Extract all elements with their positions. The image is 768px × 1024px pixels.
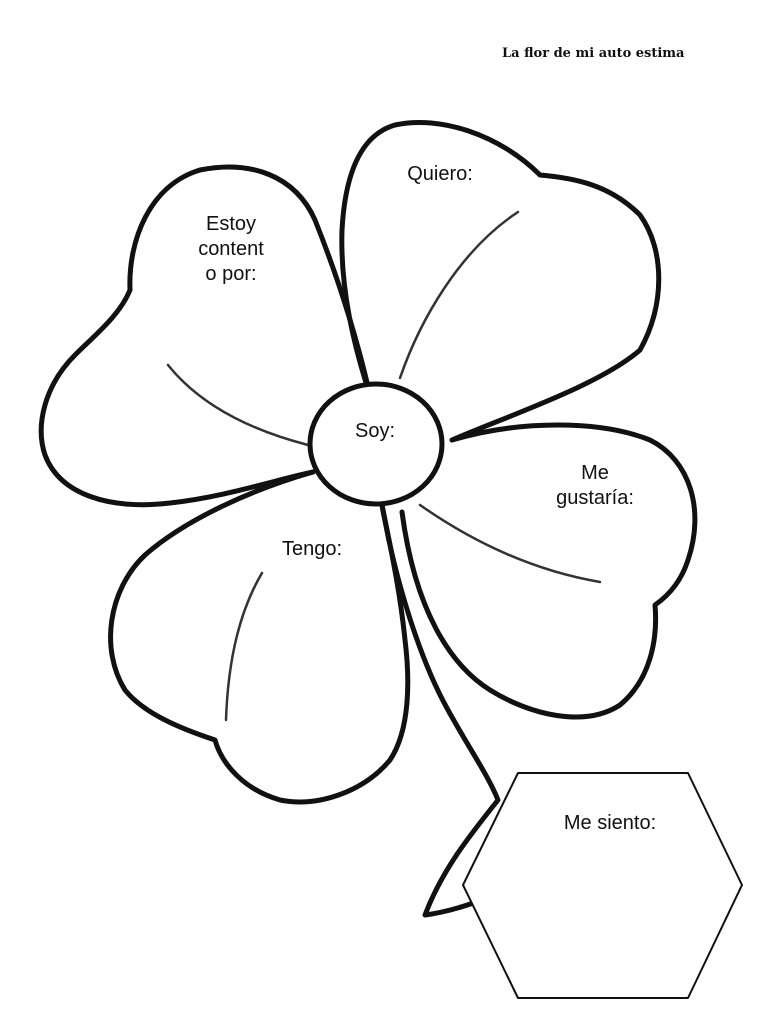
petal-right [399,422,698,720]
petal-bottom-left [108,469,411,805]
hexagon-label-me-siento: Me siento: [563,812,657,834]
vein-right [418,503,602,584]
page-title: La flor de mi auto estima [502,46,685,61]
petal-label-me-gustaria: Me gustaría: [556,462,634,509]
me-siento-hexagon [462,772,743,999]
vein-bottom-left [224,571,264,722]
petal-top-right [339,119,662,443]
petal-label-tengo: Tengo: [281,538,343,560]
vein-top-left [166,363,310,447]
center-circle [307,381,445,507]
vein-top-right [398,210,520,380]
petal-label-quiero: Quiero: [407,163,473,185]
petal-label-estoy-contento: Estoy content o por: [198,213,264,285]
petal-top-left [38,164,373,508]
flower-stem [379,502,501,918]
center-label-soy: Soy: [354,420,396,442]
